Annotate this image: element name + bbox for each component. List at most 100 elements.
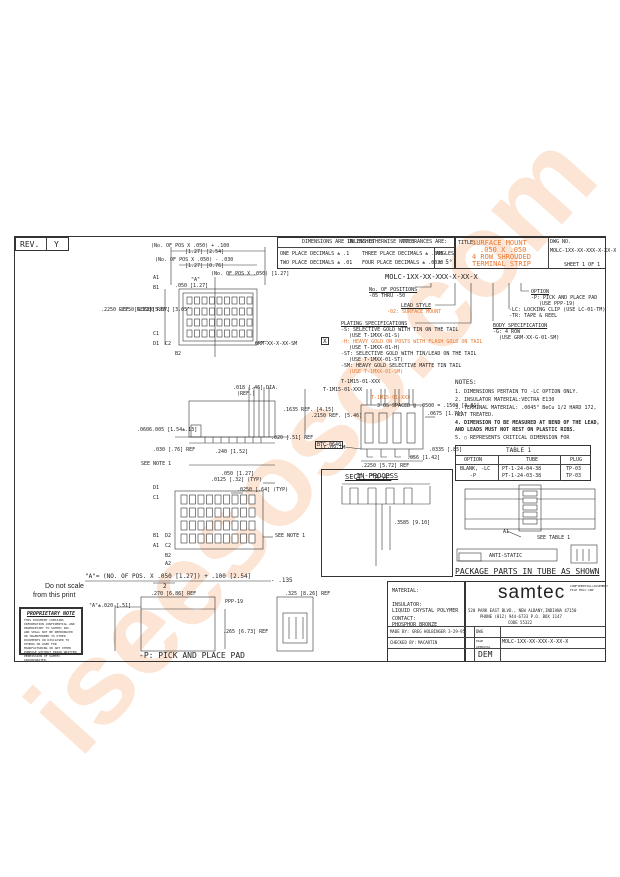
pad — [189, 507, 196, 518]
no-positions-label: No. OF POSITIONS — [369, 287, 418, 293]
pad — [206, 533, 213, 544]
one-place-tol: ONE PLACE DECIMALS ± .1 — [280, 251, 350, 257]
unless-note: UNLESS OTHERWISE NOTED — [348, 239, 415, 245]
pad — [231, 296, 238, 305]
title-line-3: 4 ROW SHROUDED — [472, 253, 532, 261]
four-place-tol: FOUR PLACE DECIMALS ± .0020 — [362, 260, 444, 266]
sheet-number: SHEET 1 OF 1 — [564, 262, 601, 268]
pad — [231, 533, 239, 544]
terminal-slot — [406, 412, 416, 444]
option-label: OPTION — [531, 289, 550, 295]
title-block: TITLE: SURFACE MOUNT .050 X .050 4 ROW S… — [455, 237, 616, 269]
tube-drawing — [456, 484, 598, 564]
plating-selected-box: X — [321, 337, 329, 345]
plating-x-mark: X — [323, 338, 327, 345]
company-logo: samtec — [498, 582, 566, 603]
pad — [231, 329, 238, 338]
note-3b: HEAT TREATED. — [455, 412, 495, 418]
terminal — [408, 389, 415, 458]
pad — [197, 520, 205, 531]
table-1-header-plug: PLUG — [570, 457, 583, 463]
section-title: SECT. "A-A" — [345, 473, 392, 481]
top-label-b1: B1 — [153, 285, 160, 291]
pad — [216, 296, 223, 305]
pp-equation: "A"= (NO. OF POS. X .050 [1.27]) + .100 … — [85, 573, 252, 580]
pad — [223, 494, 230, 505]
side-d5: .030 [.76] REF — [153, 447, 196, 453]
dwg-block-number: MOLC-1XX-XX-XXX-X-XX-X — [502, 639, 569, 645]
plating-sm: -SM: HEAVY GOLD SELECTIVE MATTE TIN TAIL — [341, 363, 462, 369]
pad — [201, 296, 208, 305]
pad — [214, 507, 222, 518]
terminal — [394, 389, 401, 458]
page-approval-value: DEM — [478, 650, 493, 659]
pad — [201, 307, 208, 316]
side-d4: .0606.005 [1.54±.13] — [137, 427, 198, 433]
note-1: 1. DIMENSIONS PERTAIN TO -LC OPTION ONLY… — [455, 389, 579, 395]
top-dim-2: (No. OF POS X .050) - .030 — [155, 257, 234, 263]
table-1: TABLE 1 OPTION TUBE PLUG BLANK, -LC PT-1… — [455, 445, 591, 481]
do-not-scale-line-2: from this print — [33, 592, 76, 599]
tube-caption: PACKAGE PARTS IN TUBE AS SHOWN — [455, 567, 600, 576]
lead-style-value: -02: SURFACE MOUNT — [387, 309, 442, 315]
top-label-c1: C1 — [153, 331, 160, 337]
body-spec-use: (USE GRM-XX-G-01-SM) — [499, 335, 560, 341]
do-not-scale-line-1: Do not scale — [45, 583, 84, 590]
title-line-4: TERMINAL STRIP — [472, 260, 532, 268]
dwg-label: DWG NO. — [550, 239, 572, 245]
pad — [231, 307, 238, 316]
pad — [189, 520, 196, 531]
terminal-slot — [392, 412, 402, 444]
pad — [216, 307, 223, 316]
company-address-2: PHONE (812) 944-6733 P.O. BOX 1147 — [480, 614, 562, 619]
bottom-d1: .0125 [.32] (TYP) — [211, 477, 263, 483]
pad — [216, 318, 223, 327]
terminal — [366, 389, 373, 458]
bottom-label-c2: C2 — [165, 543, 172, 549]
tolerances-note: TOLERANCES ARE: — [402, 239, 448, 245]
side-see-note: SEE NOTE 1 — [141, 461, 172, 467]
pad — [246, 318, 253, 327]
tube-part — [522, 490, 538, 497]
table-1-r2-option: -P — [470, 473, 477, 479]
plating-h: -H: HEAVY GOLD ON POSTS WITH FLASH GOLD … — [341, 339, 483, 345]
pad — [209, 329, 215, 338]
terminal — [380, 389, 387, 458]
pad — [240, 494, 247, 505]
top-label-d1: D1 — [153, 341, 160, 347]
pad — [240, 507, 247, 518]
bottom-label-b1: B1 — [153, 533, 160, 539]
dims-note: DIMENSIONS ARE IN INCHES — [302, 239, 375, 245]
in-process-dim: .3585 [9.10] — [394, 520, 431, 526]
in-process-drawing — [341, 483, 431, 566]
material-label: MATERIAL: — [392, 588, 420, 594]
section-spacing: 3 OS SPACED @ .0500 = .1500 [3.81] — [377, 403, 480, 409]
angles-value: ± 5° — [438, 259, 453, 266]
rev-value: Y — [54, 240, 59, 249]
insulator-value: LIQUID CRYSTAL POLYMER — [392, 608, 459, 614]
side-d7: .050 [1.27] — [221, 471, 255, 477]
pad — [223, 533, 230, 544]
bottom-label-c1: C1 — [153, 495, 160, 501]
page-approval-label: PAGE APPROVAL — [476, 639, 491, 649]
top-dim-3: (No. OF POS X .050) [1.27] — [211, 271, 290, 277]
pad — [239, 318, 245, 327]
table-1-title: TABLE 1 — [506, 447, 532, 454]
dwg-number: MOLC-1XX-XX-XXX-X-XX-X — [550, 248, 617, 254]
pad — [240, 533, 247, 544]
bottom-label-d2: D2 — [165, 533, 172, 539]
top-side-ref-2: .2250 REF. [5.67] — [119, 307, 171, 313]
section-label-3: T-1M15-01-XXX — [371, 395, 411, 401]
bottom-d2: .0250 [.64] (TYP) — [237, 487, 289, 493]
plating-st-use: (USE T-1MXX-01-ST) — [349, 357, 404, 363]
pad — [194, 296, 200, 305]
pad — [224, 307, 230, 316]
pad — [180, 507, 188, 518]
top-side-ref: .2250 REF. [5.72] — [101, 307, 153, 313]
pp-d2: .325 [8.26] REF — [285, 591, 331, 597]
pad — [231, 520, 239, 531]
note-3: 3. TERMINAL MATERIAL: .0045" BeCu 1/2 HA… — [455, 405, 597, 411]
top-dim-2b: [1.27] [0.76] — [185, 263, 225, 269]
table-1-header-option: OPTION — [464, 457, 483, 463]
pad — [223, 507, 230, 518]
